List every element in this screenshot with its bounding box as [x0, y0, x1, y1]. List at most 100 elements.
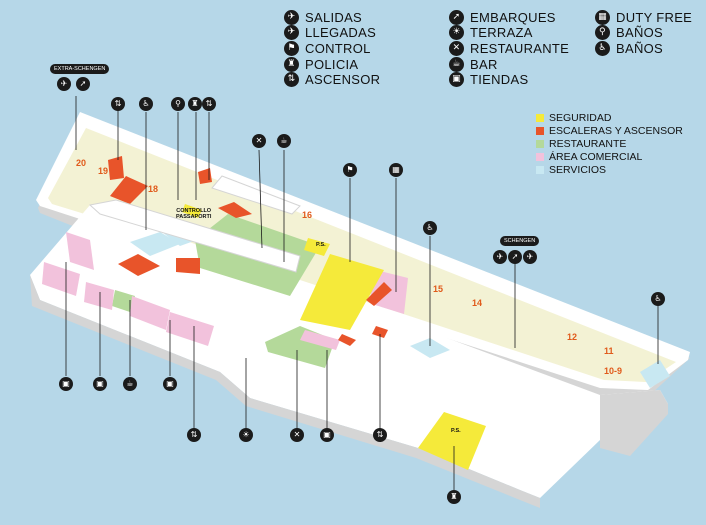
duty-free-icon: ▦	[389, 163, 403, 177]
police-icon: ♜	[284, 57, 299, 72]
legend-label: CONTROL	[305, 41, 371, 56]
duty-free-icon: ▦	[595, 10, 610, 25]
gate-15: 15	[433, 284, 444, 294]
corridor-rail	[88, 175, 301, 273]
category-label: ESCALERAS Y ASCENSOR	[549, 125, 683, 137]
legend-label: LLEGADAS	[305, 25, 377, 40]
elevator-icon: ⇅	[373, 428, 387, 442]
legend-item-control: ⚑ CONTROL	[284, 41, 371, 56]
plane-departure-icon: ✈	[57, 77, 71, 91]
gate-18: 18	[148, 184, 159, 194]
elevator-icon: ⇅	[187, 428, 201, 442]
legend-item-bar: ☕ BAR	[449, 57, 498, 72]
boarding-icon: ➚	[449, 10, 464, 25]
legend-item-elevator: ⇅ ASCENSOR	[284, 72, 380, 87]
legend-label: SALIDAS	[305, 10, 363, 25]
passport-control-icon: ⚑	[343, 163, 357, 177]
legend-label: TIENDAS	[470, 72, 529, 87]
shop-icon: ▣	[449, 72, 464, 87]
legend-item-police: ♜ POLICIA	[284, 57, 358, 72]
restaurant-icon: ✕	[290, 428, 304, 442]
plane-departure-icon: ✈	[284, 10, 299, 25]
accessible-toilet-icon: ♿	[651, 292, 665, 306]
police-icon: ♜	[188, 97, 202, 111]
extra-schengen-label: EXTRA-SCHENGEN	[50, 64, 110, 74]
gate-12: 12	[567, 332, 578, 342]
bar-icon: ☕	[277, 134, 291, 148]
toilets-icon: ⚲	[595, 25, 610, 40]
category-label: RESTAURANTE	[549, 138, 627, 150]
boarding-icon: ➚	[508, 250, 522, 264]
legend-label: EMBARQUES	[470, 10, 556, 25]
boarding-icon: ➚	[76, 77, 90, 91]
security-ps-label: P.S.	[316, 242, 326, 248]
legend-item-boarding: ➚ EMBARQUES	[449, 10, 556, 25]
accessible-toilet-icon: ♿	[139, 97, 153, 111]
gate-14: 14	[472, 298, 483, 308]
gate-10-9: 10-9	[604, 366, 623, 376]
stairs-elevator-zone	[108, 156, 392, 346]
legend-label: BAÑOS	[616, 25, 664, 40]
legend-item-shops: ▣ TIENDAS	[449, 72, 528, 87]
gate-11: 11	[604, 346, 614, 356]
schengen-label: SCHENGEN	[500, 236, 540, 246]
police-icon: ♜	[447, 490, 461, 504]
restaurant-icon: ✕	[449, 41, 464, 56]
gate-19: 19	[98, 166, 109, 176]
services-swatch	[536, 166, 544, 174]
gate-20: 20	[76, 158, 87, 168]
shop-icon: ▣	[320, 428, 334, 442]
legend-item-duty-free: ▦ DUTY FREE	[595, 10, 692, 25]
plane-arrival-icon: ✈	[284, 25, 299, 40]
security-zone	[182, 204, 486, 470]
plane-departure-icon: ✈	[493, 250, 507, 264]
leader-lines	[65, 96, 659, 490]
category-stairs: ESCALERAS Y ASCENSOR	[536, 125, 683, 137]
commercial-swatch	[536, 153, 544, 161]
category-security: SEGURIDAD	[536, 112, 611, 124]
legend-item-accessible-toilets: ♿ BAÑOS	[595, 41, 663, 56]
toilets-icon: ⚲	[171, 97, 185, 111]
security-swatch	[536, 114, 544, 122]
terrace-icon: ☀	[449, 25, 464, 40]
legend-label: BAR	[470, 57, 498, 72]
elevator-icon: ⇅	[202, 97, 216, 111]
category-label: SERVICIOS	[549, 164, 606, 176]
passport-control-icon: ⚑	[284, 41, 299, 56]
category-commercial: ÁREA COMERCIAL	[536, 151, 642, 163]
restaurant-swatch	[536, 140, 544, 148]
legend-item-restaurant: ✕ RESTAURANTE	[449, 41, 569, 56]
elevator-icon: ⇅	[111, 97, 125, 111]
accessible-toilet-icon: ♿	[595, 41, 610, 56]
shop-icon: ▣	[59, 377, 73, 391]
legend-label: RESTAURANTE	[470, 41, 570, 56]
restaurant-icon: ✕	[252, 134, 266, 148]
bar-icon: ☕	[449, 57, 464, 72]
terminal-building	[30, 112, 690, 508]
shop-icon: ▣	[163, 377, 177, 391]
legend-label: ASCENSOR	[305, 72, 381, 87]
category-restaurant: RESTAURANTE	[536, 138, 626, 150]
category-services: SERVICIOS	[536, 164, 606, 176]
gate-16: 16	[302, 210, 313, 220]
legend-item-terrace: ☀ TERRAZA	[449, 25, 533, 40]
shop-icon: ▣	[93, 377, 107, 391]
legend-label: BAÑOS	[616, 41, 664, 56]
legend-item-toilets: ⚲ BAÑOS	[595, 25, 663, 40]
elevator-icon: ⇅	[284, 72, 299, 87]
accessible-toilet-icon: ♿	[423, 221, 437, 235]
legend-label: DUTY FREE	[616, 10, 693, 25]
legend-item-departures: ✈ SALIDAS	[284, 10, 362, 25]
stairs-swatch	[536, 127, 544, 135]
category-label: SEGURIDAD	[549, 112, 612, 124]
legend-label: POLICIA	[305, 57, 359, 72]
security-ps-label-2: P.S.	[451, 428, 461, 434]
legend-item-arrivals: ✈ LLEGADAS	[284, 25, 376, 40]
bar-icon: ☕	[123, 377, 137, 391]
legend-label: TERRAZA	[470, 25, 533, 40]
category-label: ÁREA COMERCIAL	[549, 151, 643, 163]
terrace-icon: ☀	[239, 428, 253, 442]
plane-arrival-icon: ✈	[523, 250, 537, 264]
passport-control-label: CONTROLLO PASSAPORTI	[176, 208, 212, 221]
